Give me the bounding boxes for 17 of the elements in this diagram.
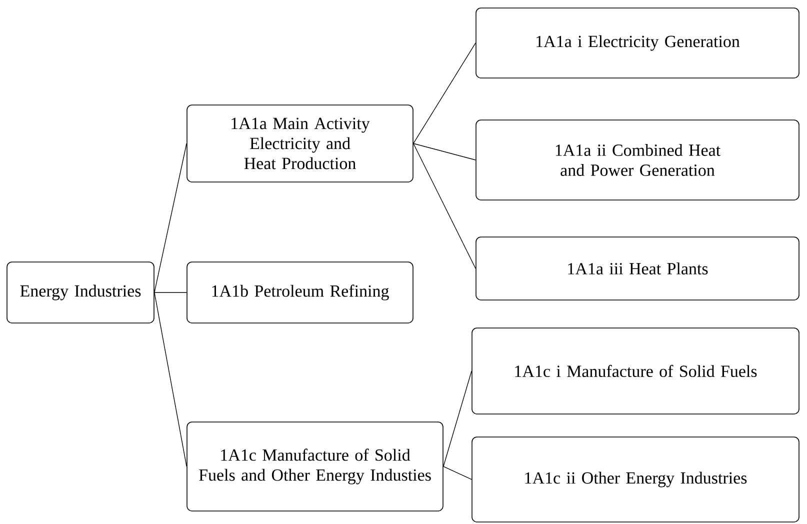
connector-line (413, 143, 476, 269)
connector-line (443, 466, 472, 480)
process-box: 1A1a Main Activity Electricity and Heat Production (186, 104, 414, 182)
process-box: 1A1b Petroleum Refining (186, 262, 414, 324)
process-box: 1A1a i Electricity Generation (476, 8, 800, 78)
process-box: 1A1c ii Other Energy Industries (472, 436, 800, 522)
connector-line (413, 143, 476, 160)
connector-line (443, 370, 472, 467)
process-box: Energy Industries (6, 262, 154, 324)
process-box: 1A1c i Manufacture of Solid Fuels (472, 328, 800, 414)
connector-line (154, 292, 187, 293)
connector-line (413, 42, 476, 144)
process-box: 1A1a ii Combined Heat and Power Generation (476, 120, 800, 200)
process-box: 1A1a iii Heat Plants (476, 236, 800, 300)
process-box: 1A1c Manufacture of Solid Fuels and Other Energy Industies (186, 422, 444, 512)
connector-line (154, 143, 187, 293)
connector-line (154, 292, 187, 467)
